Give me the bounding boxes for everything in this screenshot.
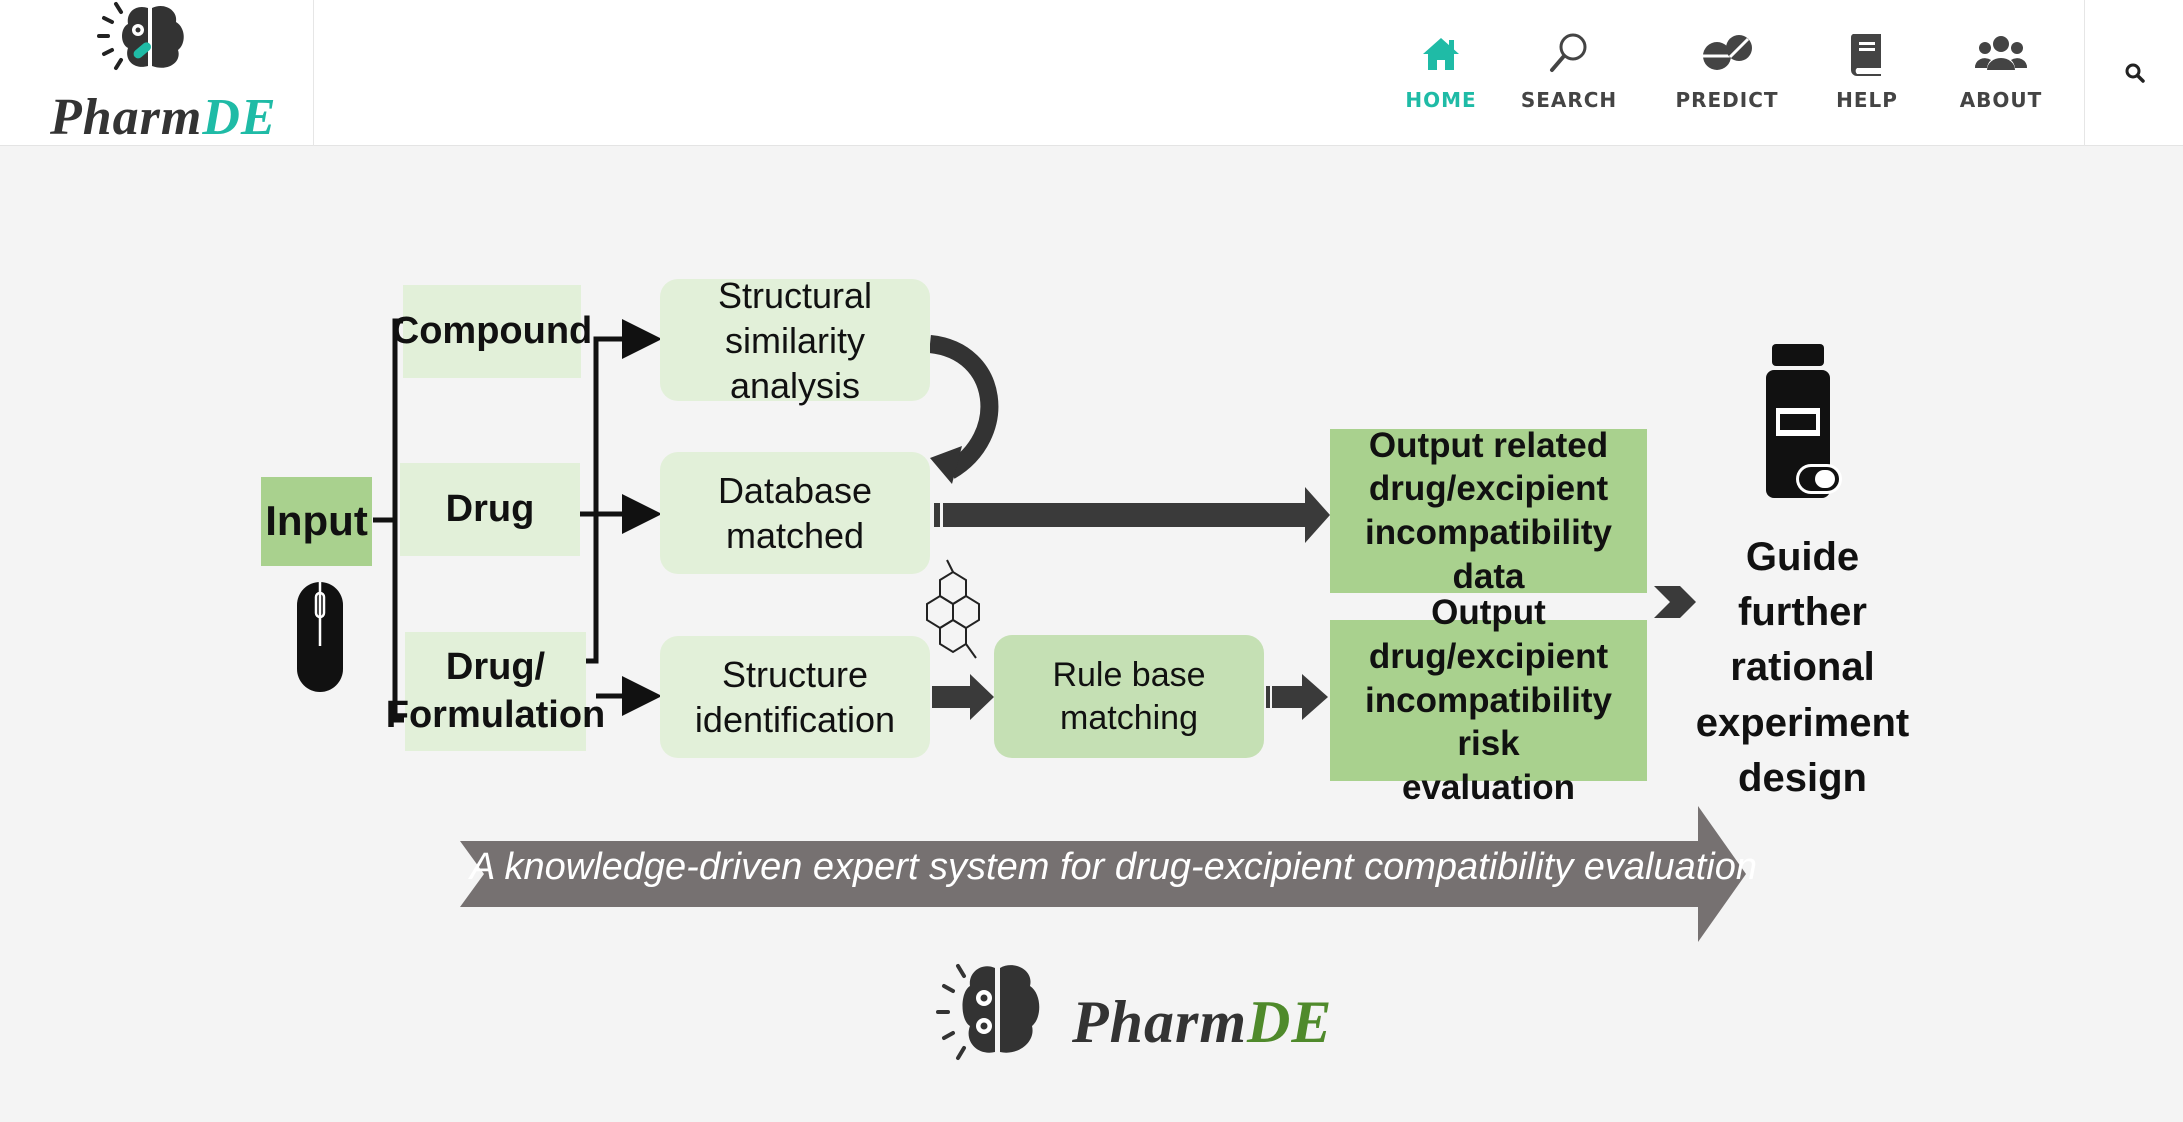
process-structure-identification: Structure identification (660, 636, 930, 758)
search-icon (2125, 63, 2145, 83)
input-bracket (373, 318, 404, 723)
source-compound: Compound (392, 285, 592, 378)
site-logo[interactable]: PharmDE (0, 0, 314, 146)
nav-search[interactable]: SEARCH (1517, 30, 1621, 112)
database-to-output-arrow (934, 487, 1330, 543)
footer-logo-wordmark: PharmDE (1072, 989, 1333, 1055)
source-drug-formulation: Drug/ Formulation (386, 632, 605, 751)
nav-help[interactable]: HELP (1836, 30, 1898, 112)
nav-about[interactable]: ABOUT (1951, 30, 2051, 112)
mouse-icon (297, 582, 343, 692)
banner-caption: A knowledge-driven expert system for dru… (470, 846, 1757, 888)
guide-text: Guide further rational experiment design (1695, 535, 1910, 800)
molecule-icon (926, 559, 980, 659)
rule-base-matching: Rule base matching (994, 635, 1264, 758)
nav-home[interactable]: HOME (1391, 30, 1491, 112)
pills-icon (1703, 35, 1752, 70)
process-structural-similarity: Structural similarity analysis (660, 275, 930, 406)
process-database-matched: Database matched (660, 452, 930, 574)
rule-to-output-arrow (1266, 674, 1328, 720)
brain-logo-icon (97, 2, 184, 70)
site-header: PharmDE HOME SEARCH PREDICT HE (0, 0, 2183, 146)
diagram-connectors (297, 318, 1842, 1060)
nav-predict-label: PREDICT (1675, 88, 1779, 112)
header-search-button[interactable] (2084, 0, 2183, 146)
output-incompatibility-data: Output related drug/excipient incompatib… (1330, 426, 1647, 596)
source-drug: Drug (400, 463, 580, 556)
logo-wordmark: PharmDE (50, 89, 277, 146)
curved-feedback-arrow (928, 335, 999, 484)
book-icon (1850, 34, 1881, 76)
output-risk-evaluation: Output drug/excipient incompatibility ri… (1330, 593, 1647, 807)
users-icon (1974, 36, 2028, 70)
output-to-guide-chevron (1654, 586, 1696, 618)
banner-arrow (460, 806, 1746, 942)
home-icon (1423, 38, 1459, 70)
pharmde-workflow-diagram: Input Compound Drug Drug/ Formulation St… (0, 146, 2183, 1122)
nav-predict[interactable]: PREDICT (1675, 30, 1779, 112)
medicine-bottle-icon (1766, 344, 1842, 498)
magnifier-icon (1550, 33, 1587, 72)
nav-help-label: HELP (1836, 88, 1898, 112)
nav-home-label: HOME (1405, 88, 1477, 112)
nav-search-label: SEARCH (1520, 88, 1618, 112)
footer-brain-logo-icon (936, 964, 1040, 1060)
structure-to-rule-arrow (932, 674, 994, 720)
input-box: Input (261, 477, 372, 566)
nav-about-label: ABOUT (1959, 88, 2043, 112)
